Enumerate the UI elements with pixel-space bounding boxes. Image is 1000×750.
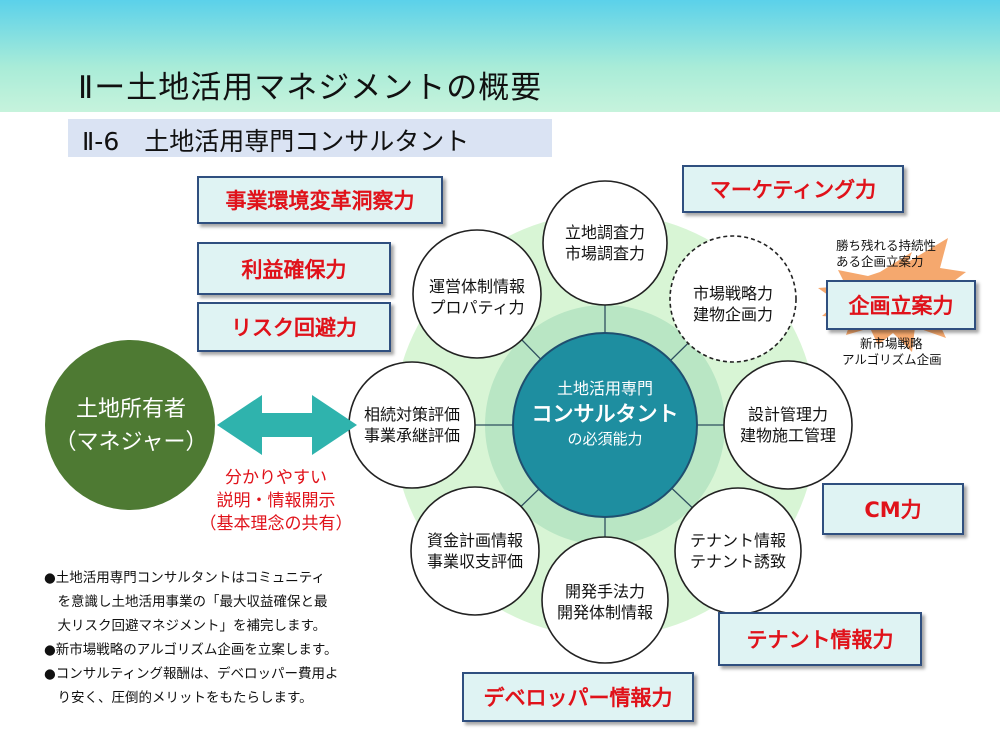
bullet-line: り安く、圧倒的メリットをもたらします。 <box>44 690 313 706</box>
bullet-notes: ●土地活用専門コンサルタントはコミュニティ を意識し土地活用事業の「最大収益確保… <box>44 566 404 710</box>
starburst-text: 勝ち残れる持続性 ある企画立案力 <box>836 238 937 269</box>
explanation-note: 分かりやすい 説明・情報開示 （基本理念の共有） <box>199 468 353 534</box>
box-business-insight: 事業環境変革洞察力 <box>197 176 443 224</box>
ring-label-finance: 資金計画情報事業収支評価 <box>426 531 523 571</box>
ring-node-location <box>542 180 668 306</box>
center-circle <box>512 332 698 518</box>
box-risk-avoidance: リスク回避力 <box>197 302 391 352</box>
bullet-line: ●コンサルティング報酬は、デベロッパー費用よ <box>44 666 339 682</box>
ring-label-tenant: テナント情報テナント誘致 <box>689 531 786 571</box>
ring-node-finance <box>410 486 540 616</box>
page-title: Ⅱー土地活用マネジメントの概要 <box>78 70 543 106</box>
ring-node-development <box>541 536 669 664</box>
header-band <box>0 0 1000 112</box>
ring-label-design: 設計管理力建物施工管理 <box>739 405 836 445</box>
subtitle-bar <box>68 119 552 157</box>
double-arrow-icon <box>217 395 357 455</box>
owner-circle <box>45 340 215 510</box>
page-subtitle: Ⅱ-6 土地活用専門コンサルタント <box>82 127 470 156</box>
ring-label-operation: 運営体制情報プロパティ力 <box>428 277 525 317</box>
bullet-line: 大リスク回避マネジメント」を補完します。 <box>44 618 327 634</box>
ring-node-strategy <box>669 235 797 363</box>
bullet-line: を意識し土地活用事業の「最大収益確保と最 <box>44 594 328 610</box>
center-label: 土地活用専門 コンサルタント の必須能力 <box>531 379 679 448</box>
ring-label-strategy: 市場戦略力建物企画力 <box>692 284 773 324</box>
box-tenant-info: テナント情報力 <box>718 612 922 666</box>
box-cm: CM力 <box>822 483 964 535</box>
box-profit-securing: 利益確保力 <box>197 242 391 295</box>
algorithm-note: 新市場戦略 アルゴリズム企画 <box>842 336 942 367</box>
ring-label-development: 開発手法力開発体制情報 <box>556 582 653 622</box>
ring-label-location: 立地調査力市場調査力 <box>564 223 645 263</box>
bullet-line: ●土地活用専門コンサルタントはコミュニティ <box>44 570 325 586</box>
bullet-line: ●新市場戦略のアルゴリズム企画を立案します。 <box>44 642 338 658</box>
box-planning: 企画立案力 <box>826 280 976 330</box>
ring-node-operation <box>412 229 542 359</box>
owner-label: 土地所有者 （マネジャー） <box>54 397 208 455</box>
ring-node-design <box>723 360 853 490</box>
ring-label-inheritance: 相続対策評価事業承継評価 <box>363 405 460 445</box>
box-marketing: マーケティング力 <box>682 165 904 213</box>
box-developer-info: デベロッパー情報力 <box>462 672 694 722</box>
